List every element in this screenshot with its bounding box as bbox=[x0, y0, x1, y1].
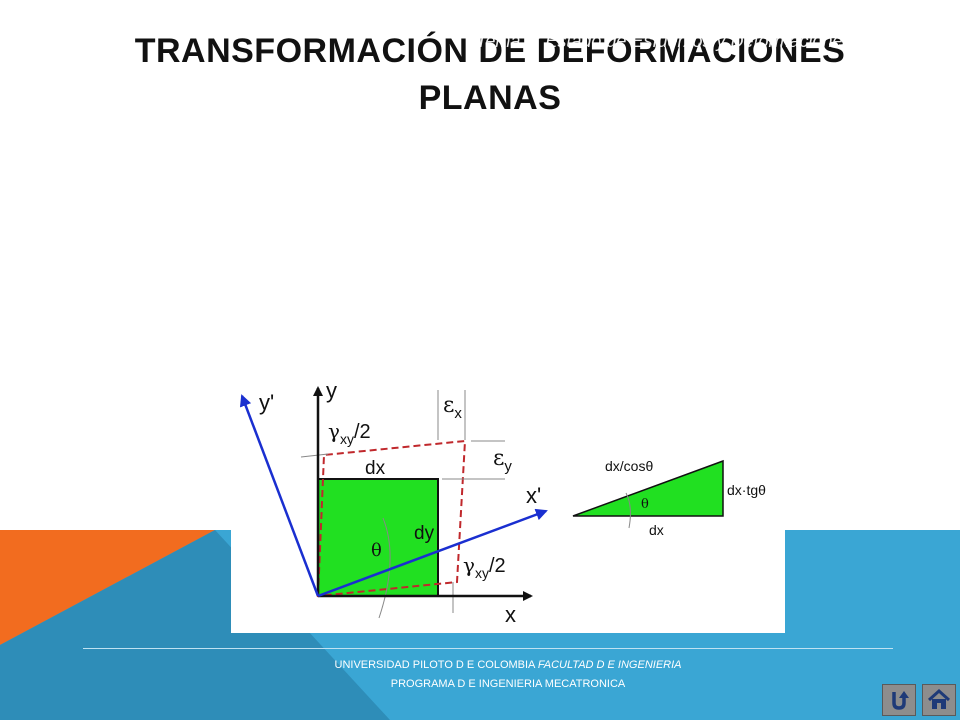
label-theta: θ bbox=[371, 540, 382, 561]
label-x-prime: x' bbox=[526, 483, 541, 508]
tri-label-theta: θ bbox=[641, 497, 649, 512]
topic-overlay-text: Tema 7: Estado de Esfuerzos y Deformacio… bbox=[476, 31, 852, 51]
tri-label-base: dx bbox=[649, 522, 664, 538]
tri-label-side: dx·tgθ bbox=[727, 482, 766, 498]
undeformed-element bbox=[317, 478, 439, 597]
triangle-theta-arc bbox=[625, 492, 631, 529]
x-prime-axis bbox=[317, 508, 548, 598]
label-y: y bbox=[326, 378, 337, 403]
label-eps-x: εx bbox=[443, 393, 462, 422]
label-x: x bbox=[505, 602, 516, 627]
dark-blue-triangle bbox=[0, 530, 390, 720]
label-gamma-top: γxy/2 bbox=[328, 419, 371, 447]
footer-faculty: FACULTAD D E INGENIERIA bbox=[537, 659, 682, 671]
footer-program: PROGRAMA D E INGENIERIA MECATRONICA bbox=[390, 678, 626, 690]
label-dy: dy bbox=[414, 523, 435, 544]
label-eps-y: εy bbox=[493, 446, 512, 475]
title-line-1: TRANSFORMACIÓN DE DEFORMACIONES bbox=[134, 32, 846, 70]
gamma-top-dim-line bbox=[300, 453, 329, 458]
label-dx: dx bbox=[365, 458, 386, 479]
nav-home-button[interactable] bbox=[922, 684, 956, 716]
deformed-element-outline bbox=[316, 439, 467, 598]
tri-label-hyp: dx/cosθ bbox=[605, 458, 653, 474]
title-line-2: PLANAS bbox=[418, 79, 562, 117]
u-turn-icon bbox=[892, 691, 909, 710]
slide-title: TRANSFORMACIÓN DE DEFORMACIONES PLANAS bbox=[130, 28, 850, 122]
footer-university: UNIVERSIDAD PILOTO D E COLOMBIA bbox=[334, 659, 538, 671]
label-y-prime: y' bbox=[259, 390, 274, 415]
footer-line-1: UNIVERSIDAD PILOTO D E COLOMBIA FACULTAD… bbox=[0, 659, 960, 671]
nav-back-button[interactable] bbox=[882, 684, 916, 716]
label-gamma-right: γxy/2 bbox=[463, 553, 506, 581]
angle-triangle bbox=[572, 459, 724, 517]
theta-arc bbox=[378, 517, 391, 619]
y-prime-axis bbox=[239, 394, 320, 597]
footer-divider bbox=[83, 648, 893, 649]
home-icon bbox=[927, 688, 951, 709]
strain-diagram: y' y x x' γxy/2 γxy/2 εx εy dx dy θ dx/c… bbox=[239, 378, 766, 627]
diagram-panel: y' y x x' γxy/2 γxy/2 εx εy dx dy θ dx/c… bbox=[231, 368, 785, 633]
